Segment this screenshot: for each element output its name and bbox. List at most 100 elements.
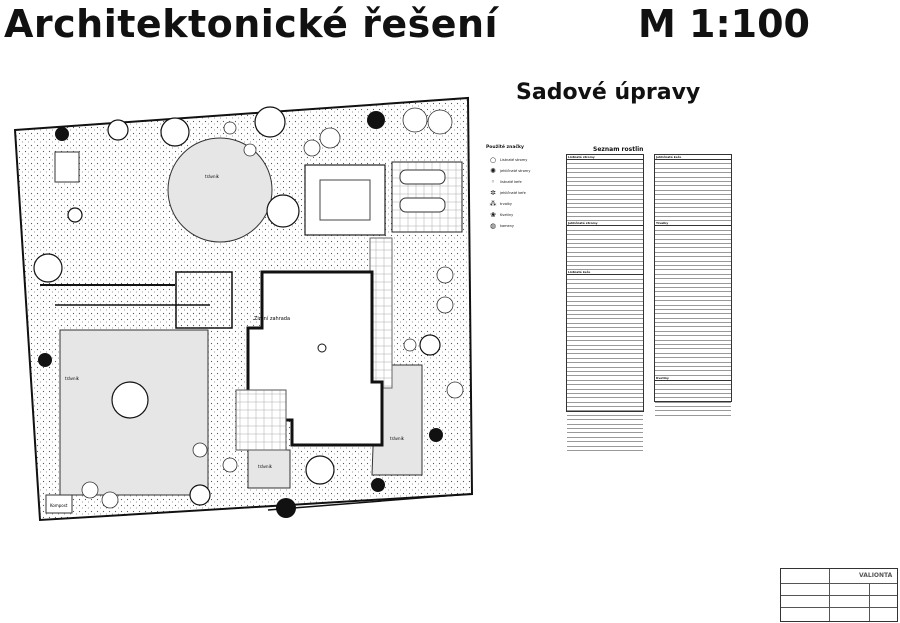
plant-row xyxy=(655,341,731,346)
conifer-tree-icon: ✺ xyxy=(490,166,496,175)
title-block: VALIONTA xyxy=(780,568,898,622)
legend-item: ○Listnaté stromy xyxy=(486,154,546,165)
plant-row xyxy=(655,275,731,280)
plant-row xyxy=(567,293,643,298)
conifer-shrub-icon: ✲ xyxy=(490,188,496,197)
label-lawn-left: trávník xyxy=(65,376,80,381)
legend-item-label: trvalky xyxy=(500,201,512,206)
conifer xyxy=(276,498,296,518)
plant-row xyxy=(567,302,643,307)
plant-row xyxy=(567,244,643,249)
conifer xyxy=(38,353,52,367)
tree xyxy=(254,106,286,138)
deciduous-shrub-icon: ◦ xyxy=(490,177,496,186)
plant-row xyxy=(655,178,731,182)
plant-row xyxy=(567,160,643,165)
tree xyxy=(67,207,83,223)
plant-row xyxy=(567,433,643,438)
plant-row xyxy=(567,368,643,372)
plant-row xyxy=(655,257,731,262)
plant-row xyxy=(655,394,731,399)
plant-row xyxy=(655,398,731,403)
conifer xyxy=(55,127,69,141)
plant-row xyxy=(567,204,643,209)
plant-row xyxy=(567,385,643,390)
plant-row xyxy=(567,240,643,245)
plant-row xyxy=(567,416,643,421)
plant-row xyxy=(655,327,731,332)
plant-row xyxy=(655,164,731,169)
plant-row xyxy=(567,257,643,262)
tree xyxy=(107,119,129,141)
plant-row xyxy=(567,376,643,381)
conifer xyxy=(371,478,385,492)
plant-row xyxy=(655,270,731,275)
plant-row xyxy=(655,240,731,245)
plant-row xyxy=(567,403,643,408)
plant-row xyxy=(655,301,731,306)
plant-row xyxy=(567,195,643,200)
tree xyxy=(189,484,211,506)
label-lawn-top: trávník xyxy=(205,174,220,179)
site-plan: trávník trávník trávník trávník Zimní za… xyxy=(13,96,474,522)
plant-row xyxy=(655,244,731,249)
plant-row xyxy=(655,306,731,310)
legend-item-label: Kvetiny xyxy=(500,212,514,217)
plant-row xyxy=(567,337,643,342)
plant-row xyxy=(655,314,731,319)
plant-row xyxy=(655,371,731,376)
plant-row xyxy=(567,328,643,333)
perennials-icon: ⁂ xyxy=(489,199,497,208)
plant-row xyxy=(655,297,731,302)
plant-row xyxy=(567,297,643,302)
plant-section-heading: Trvalky xyxy=(655,221,731,227)
legend-item: ◦listnaté keře xyxy=(486,176,546,187)
plant-row xyxy=(655,403,731,408)
plant-row xyxy=(655,200,731,204)
plant-row xyxy=(567,411,643,416)
fence-bottom xyxy=(267,493,471,511)
plant-row xyxy=(567,231,643,236)
plant-row xyxy=(567,359,643,364)
plant-row xyxy=(655,310,731,315)
plant-row xyxy=(567,425,643,430)
legend-item: ⁂trvalky xyxy=(486,198,546,209)
plant-list-title: Seznam rostlin xyxy=(593,146,644,153)
plant-row xyxy=(655,323,731,328)
conifer xyxy=(367,111,385,129)
plant-row xyxy=(567,319,643,324)
legend-item-label: kameny xyxy=(500,223,514,228)
company-name: VALIONTA xyxy=(859,572,893,579)
plant-row xyxy=(655,191,731,196)
plant-row xyxy=(567,248,643,253)
plant-row xyxy=(567,429,643,434)
label-winter-garden: Zimní zahrada xyxy=(254,315,290,322)
plant-row xyxy=(567,182,643,187)
garage-roof xyxy=(319,179,371,221)
plant-row xyxy=(567,284,643,289)
plant-row xyxy=(567,191,643,196)
label-compost: Kompost xyxy=(50,503,68,508)
plant-row xyxy=(655,349,731,354)
lawn-bottom xyxy=(247,449,291,489)
plant-row xyxy=(567,178,643,182)
car-1 xyxy=(399,169,446,185)
plant-row xyxy=(567,372,643,377)
legend-item: ◍kameny xyxy=(486,220,546,231)
plant-section-heading: Jehličnaté keře xyxy=(655,155,731,160)
plant-row xyxy=(655,266,731,271)
plant-row xyxy=(655,385,731,390)
plant-row xyxy=(567,341,643,346)
plant-row xyxy=(567,280,643,285)
plant-row xyxy=(567,217,643,222)
garage xyxy=(304,164,386,236)
plant-row xyxy=(567,438,643,443)
plant-row xyxy=(567,253,643,258)
plant-row xyxy=(567,186,643,191)
deciduous-tree-icon: ○ xyxy=(489,155,497,164)
car-2 xyxy=(399,197,446,213)
plant-row xyxy=(655,208,731,213)
plant-row xyxy=(567,208,643,213)
plant-row xyxy=(567,226,643,231)
